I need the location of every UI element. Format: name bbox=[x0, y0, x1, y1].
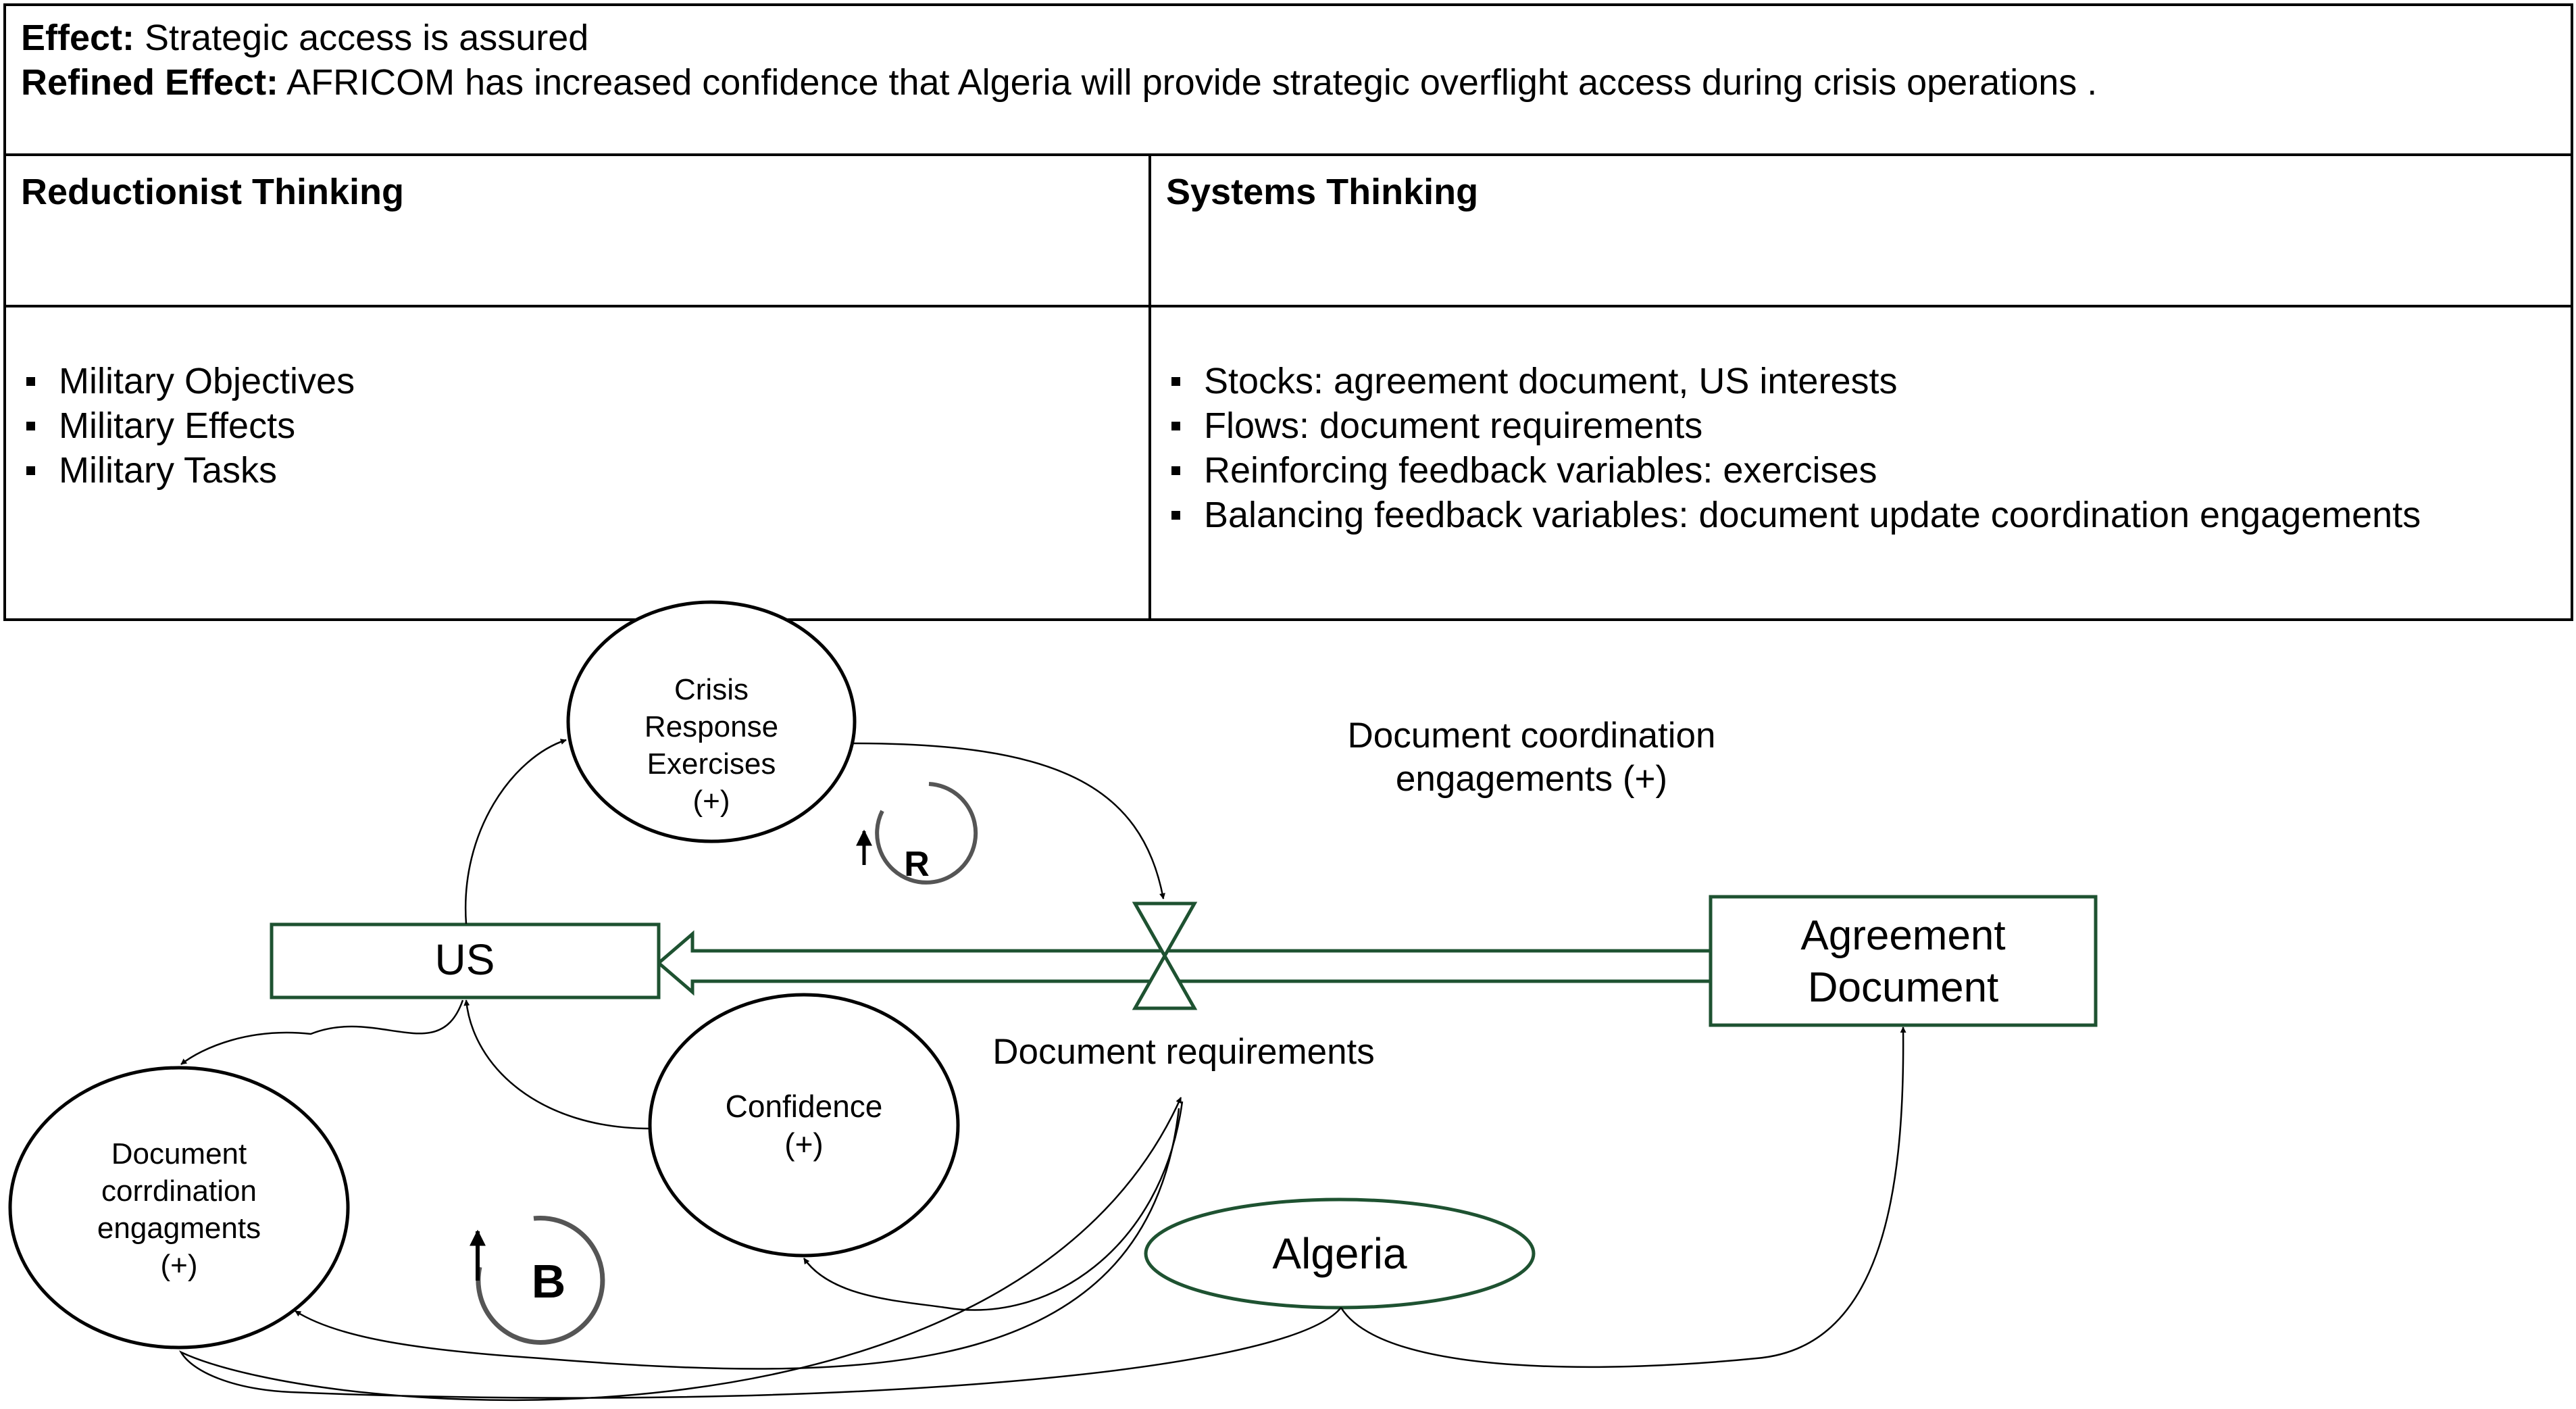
link-us-to-doc-coord bbox=[180, 999, 464, 1065]
balancing-loop-label: B bbox=[532, 1255, 566, 1308]
link-algeria-to-agreement bbox=[1340, 1027, 1906, 1368]
effect-label: Effect: bbox=[21, 18, 135, 58]
doc-coord-label-2: corrdination bbox=[101, 1175, 257, 1208]
flow-note-line2: engagements (+) bbox=[1396, 759, 1667, 799]
document-coordination-node: Document corrdination engagments (+) bbox=[8, 1066, 350, 1350]
reductionist-list: Military Objectives Military Effects Mil… bbox=[21, 359, 1134, 493]
reductionist-header-text: Reductionist Thinking bbox=[21, 172, 404, 212]
confidence-node: Confidence (+) bbox=[648, 993, 960, 1258]
list-item: Balancing feedback variables: document u… bbox=[1166, 493, 2556, 537]
list-item: Military Effects bbox=[21, 403, 1134, 448]
reinforcing-loop-arc-icon bbox=[875, 782, 978, 885]
document-requirements-label: Document requirements bbox=[992, 1032, 1375, 1072]
doc-coord-label-4: (+) bbox=[161, 1249, 198, 1282]
us-stock: US bbox=[270, 922, 661, 999]
causal-loop-diagram: US Agreement Document Crisis Response Ex… bbox=[8, 600, 2098, 1402]
balancing-loop-marker: B bbox=[470, 1215, 605, 1345]
effect-table: Effect: Strategic access is assured Refi… bbox=[3, 3, 2573, 621]
refined-effect-label: Refined Effect: bbox=[21, 62, 279, 103]
link-algeria-to-doc-requirements bbox=[178, 1097, 1342, 1402]
reductionist-list-cell: Military Objectives Military Effects Mil… bbox=[3, 305, 1151, 621]
link-us-to-crisis bbox=[464, 739, 567, 924]
reinforcing-loop-label: R bbox=[904, 845, 930, 884]
systems-list: Stocks: agreement document, US interests… bbox=[1166, 359, 2556, 537]
document-flow-pipe bbox=[656, 901, 1711, 1010]
systems-list-cell: Stocks: agreement document, US interests… bbox=[1148, 305, 2573, 621]
list-row: Military Objectives Military Effects Mil… bbox=[3, 305, 2573, 621]
reductionist-header: Reductionist Thinking bbox=[3, 153, 1151, 307]
list-item: Military Objectives bbox=[21, 359, 1134, 403]
effect-cell: Effect: Strategic access is assured Refi… bbox=[3, 3, 2573, 156]
effect-line: Effect: Strategic access is assured bbox=[21, 16, 2556, 60]
flow-pipe-outline bbox=[656, 930, 1711, 996]
list-item: Reinforcing feedback variables: exercise… bbox=[1166, 448, 2556, 493]
refined-effect-text: AFRICOM has increased confidence that Al… bbox=[286, 62, 2098, 103]
doc-coord-label-3: engagments bbox=[97, 1212, 261, 1245]
algeria-ellipse bbox=[1144, 1197, 1536, 1310]
confidence-ellipse bbox=[648, 993, 960, 1258]
effect-text: Strategic access is assured bbox=[145, 18, 589, 58]
agreement-box bbox=[1709, 895, 2098, 1027]
crisis-label-3: Exercises bbox=[647, 747, 776, 781]
link-confidence-to-us bbox=[463, 999, 651, 1130]
crisis-ellipse bbox=[566, 600, 857, 843]
flow-valve-icon bbox=[1132, 901, 1198, 1010]
algeria-label: Algeria bbox=[1272, 1229, 1407, 1278]
refined-effect-line: Refined Effect: AFRICOM has increased co… bbox=[21, 60, 2556, 105]
systems-header: Systems Thinking bbox=[1148, 153, 2573, 307]
reinforcing-loop-marker: R bbox=[856, 782, 978, 885]
doc-coord-ellipse bbox=[8, 1066, 350, 1350]
us-box bbox=[270, 922, 661, 999]
algeria-node: Algeria bbox=[1144, 1197, 1536, 1310]
agreement-document-stock: Agreement Document bbox=[1709, 895, 2098, 1027]
flow-note-line1: Document coordination bbox=[1347, 716, 1715, 756]
crisis-label-2: Response bbox=[645, 710, 778, 743]
systems-header-text: Systems Thinking bbox=[1166, 172, 1479, 212]
confidence-label-2: (+) bbox=[784, 1127, 824, 1162]
crisis-label-4: (+) bbox=[693, 785, 730, 818]
list-item: Stocks: agreement document, US interests bbox=[1166, 359, 2556, 403]
list-item: Flows: document requirements bbox=[1166, 403, 2556, 448]
crisis-response-exercises-node: Crisis Response Exercises (+) bbox=[566, 600, 857, 843]
agreement-label-line2: Document bbox=[1808, 964, 1999, 1011]
causal-links bbox=[178, 739, 1906, 1402]
link-doc-requirements-to-doc-coord bbox=[295, 1108, 1180, 1370]
doc-coord-label-1: Document bbox=[111, 1137, 247, 1170]
list-item: Military Tasks bbox=[21, 448, 1134, 493]
confidence-label-1: Confidence bbox=[726, 1089, 883, 1124]
us-label: US bbox=[435, 935, 495, 984]
crisis-label-1: Crisis bbox=[674, 673, 749, 706]
link-crisis-to-valve bbox=[853, 742, 1165, 899]
balancing-loop-arc-icon bbox=[476, 1215, 605, 1345]
link-doc-requirements-to-confidence bbox=[803, 1101, 1184, 1311]
agreement-label-line1: Agreement bbox=[1800, 912, 2005, 959]
header-row: Reductionist Thinking Systems Thinking bbox=[3, 153, 2573, 307]
effect-row: Effect: Strategic access is assured Refi… bbox=[3, 3, 2573, 156]
